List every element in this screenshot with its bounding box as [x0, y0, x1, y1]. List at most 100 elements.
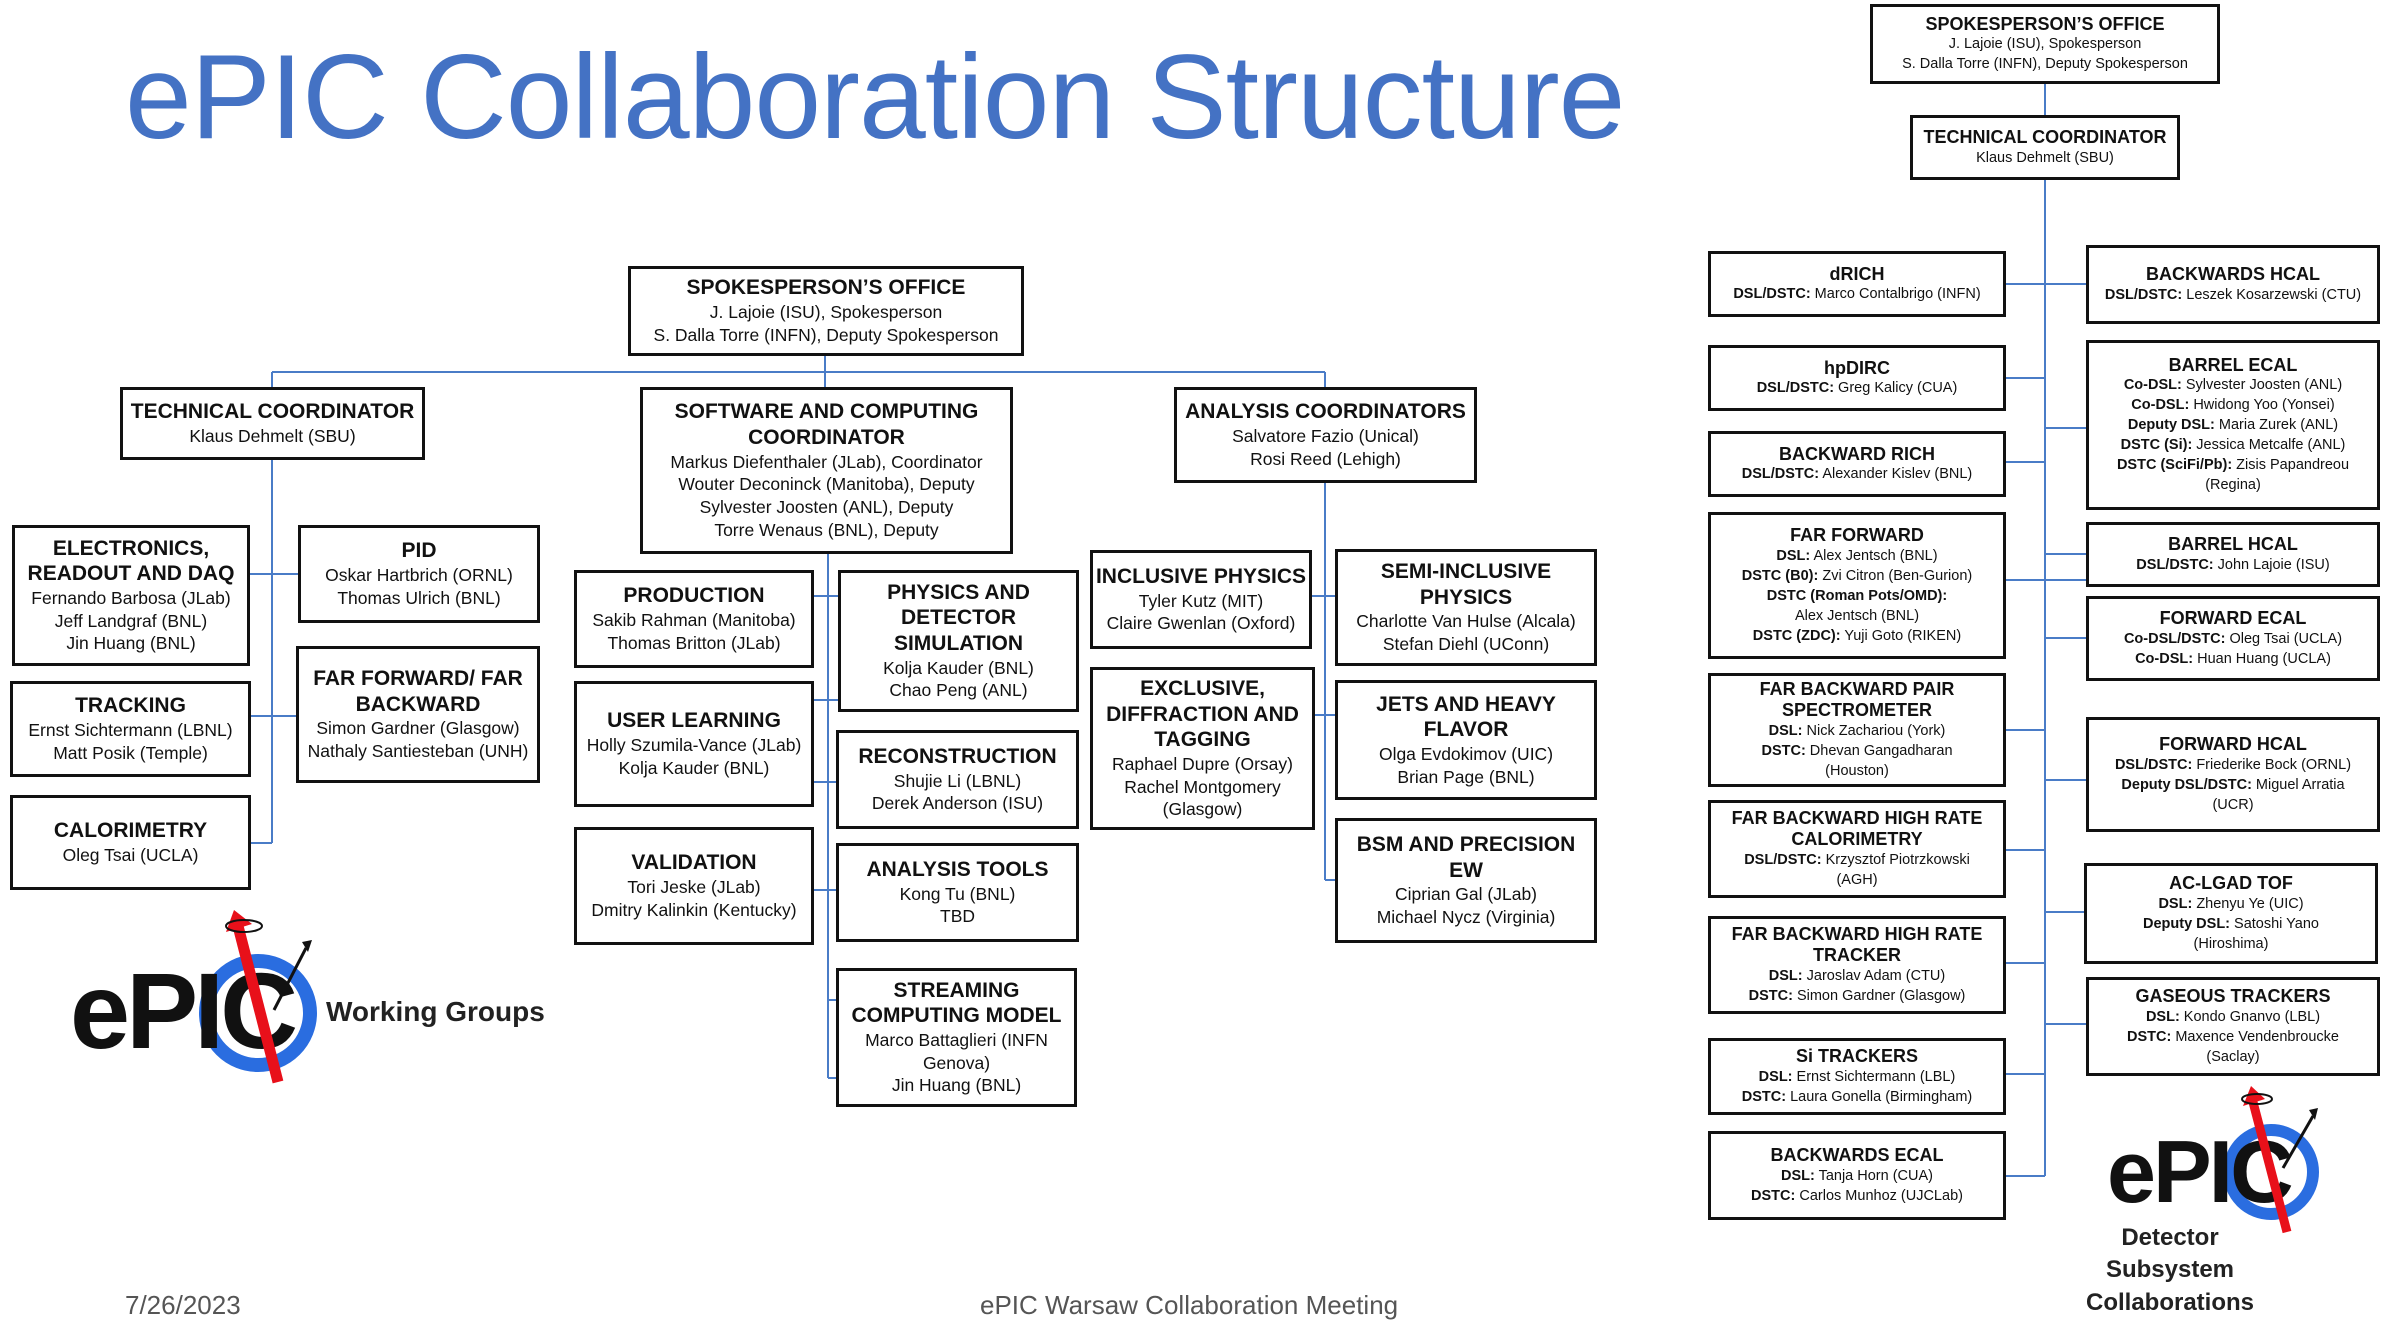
person-name: Laura Gonella (Birmingham): [1786, 1088, 1973, 1105]
box-line: Chao Peng (ANL): [889, 680, 1028, 701]
box-line: DSL: Tanja Horn (CUA): [1781, 1166, 1933, 1186]
person-name: J. Lajoie (ISU), Spokesperson: [1948, 36, 2142, 53]
role-label: DSL/DSTC:: [2114, 756, 2193, 773]
box-line: Shujie Li (LBNL): [893, 770, 1022, 791]
person-name: (Hiroshima): [2193, 935, 2269, 952]
box-line: Kolja Kauder (BNL): [618, 757, 770, 778]
box-line: DSL/DSTC: Greg Kalicy (CUA): [1757, 378, 1958, 398]
person-name: John Lajoie (ISU): [2213, 556, 2330, 573]
box-heading: Si TRACKERS: [1795, 1046, 1918, 1067]
box-line: Co-DSL: Hwidong Yoo (Yonsei): [2131, 395, 2334, 415]
role-label: DSTC:: [2127, 1028, 2172, 1045]
person-name: Klaus Dehmelt (SBU): [1976, 149, 2114, 166]
person-name: Yuji Goto (RIKEN): [1840, 627, 1962, 644]
role-label: Deputy DSL:: [2127, 417, 2215, 434]
role-label: DSL:: [2145, 1008, 2180, 1025]
person-name: (Houston): [1825, 762, 1889, 779]
role-label: DSL:: [1776, 547, 1811, 564]
person-name: Jessica Metcalfe (ANL): [2192, 437, 2346, 454]
box-heading: hpDIRC: [1824, 357, 1890, 378]
role-label: DSTC (SciFi/Pb):: [2116, 457, 2233, 474]
role-label: Deputy DSL/DSTC:: [2121, 776, 2252, 793]
person-name: Greg Kalicy (CUA): [1834, 380, 1958, 397]
box-line: Sylvester Joosten (ANL), Deputy: [699, 497, 954, 518]
box-line: Matt Posik (Temple): [53, 742, 208, 763]
box-line: Co-DSL: Huan Huang (UCLA): [2135, 649, 2331, 669]
epic-logo-right: ePIC: [2105, 1086, 2325, 1236]
box-line: Ernst Sichtermann (LBNL): [28, 720, 233, 741]
box-line: Olga Evdokimov (UIC): [1378, 743, 1554, 764]
box-line: Jeff Landgraf (BNL): [54, 610, 208, 631]
box-line: Alex Jentsch (BNL): [1795, 606, 1919, 626]
box-line: DSTC (Roman Pots/OMD):: [1767, 586, 1947, 606]
role-label: DSTC (ZDC):: [1752, 627, 1841, 644]
box-heading: AC-LGAD TOF: [2169, 873, 2293, 894]
role-label: DSL/DSTC:: [2136, 556, 2214, 573]
role-label: DSTC:: [1751, 1187, 1796, 1204]
person-name: Marco Contalbrigo (INFN): [1810, 286, 1981, 303]
box-line: DSTC: Simon Gardner (Glasgow): [1749, 986, 1966, 1006]
box-line: Markus Diefenthaler (JLab), Coordinator: [670, 451, 983, 472]
box-line: J. Lajoie (ISU), Spokesperson: [709, 302, 943, 323]
box-heading: PRODUCTION: [623, 584, 765, 608]
box-line: DSTC (Si): Jessica Metcalfe (ANL): [2121, 435, 2346, 455]
person-name: (Regina): [2205, 477, 2261, 494]
person-name: Krzysztof Piotrzkowski: [1821, 851, 1970, 868]
person-name: (UCR): [2212, 796, 2254, 813]
person-name: Sylvester Joosten (ANL): [2181, 377, 2343, 394]
role-label: Co-DSL:: [2123, 377, 2182, 394]
box-heading: FAR FORWARD/ FAR BACKWARD: [313, 667, 523, 716]
box-line: Oskar Hartbrich (ORNL): [325, 565, 513, 586]
box-heading: BACKWARDS ECAL: [1770, 1145, 1944, 1166]
box-line: DSL/DSTC: John Lajoie (ISU): [2136, 555, 2329, 575]
box-heading: SOFTWARE AND COMPUTING COORDINATOR: [674, 400, 979, 449]
box-line: DSL/DSTC: Krzysztof Piotrzkowski: [1744, 850, 1970, 870]
box-heading: STREAMING COMPUTING MODEL: [851, 978, 1062, 1028]
box-heading: BACKWARDS HCAL: [2146, 264, 2320, 285]
box-line: DSL: Jaroslav Adam (CTU): [1769, 966, 1945, 986]
role-label: DSL/DSTC:: [2104, 286, 2183, 303]
box-line: S. Dalla Torre (INFN), Deputy Spokespers…: [1902, 54, 2188, 74]
box-line: DSL/DSTC: Friederike Bock (ORNL): [2115, 755, 2351, 775]
role-label: DSTC:: [1761, 742, 1806, 759]
person-name: Zhenyu Ye (UIC): [2192, 895, 2304, 912]
person-name: (AGH): [1836, 871, 1878, 888]
box-line: DSTC: Laura Gonella (Birmingham): [1742, 1087, 1972, 1107]
box-heading: PID: [401, 539, 437, 563]
box-heading: FAR BACKWARD HIGH RATE TRACKER: [1731, 924, 1983, 965]
person-name: Carlos Munhoz (UJCLab): [1795, 1187, 1963, 1204]
role-label: DSTC (B0):: [1741, 567, 1819, 584]
role-label: DSTC (Si):: [2120, 437, 2193, 454]
box-line: Tyler Kutz (MIT): [1138, 590, 1264, 611]
person-name: Alex Jentsch (BNL): [1794, 607, 1920, 624]
box-heading: SPOKESPERSON’S OFFICE: [1925, 13, 2165, 34]
person-name: Hwidong Yoo (Yonsei): [2189, 397, 2335, 414]
box-line: Rosi Reed (Lehigh): [1250, 448, 1401, 469]
person-name: Leszek Kosarzewski (CTU): [2182, 286, 2362, 303]
person-name: Zvi Citron (Ben-Gurion): [1818, 567, 1973, 584]
box-line: Deputy DSL/DSTC: Miguel Arratia: [2121, 775, 2344, 795]
box-heading: VALIDATION: [631, 851, 757, 875]
box-heading: TECHNICAL COORDINATOR: [130, 400, 415, 424]
role-label: DSL/DSTC:: [1756, 380, 1835, 397]
box-line: Marco Battaglieri (INFN Genova): [865, 1029, 1048, 1073]
person-name: Huan Huang (UCLA): [2193, 650, 2331, 667]
person-name: Friederike Bock (ORNL): [2192, 756, 2352, 773]
role-label: DSTC (Roman Pots/OMD):: [1766, 587, 1948, 604]
person-name: Nick Zachariou (York): [1802, 722, 1946, 739]
box-line: (Regina): [2205, 475, 2261, 495]
box-line: Jin Huang (BNL): [891, 1075, 1022, 1096]
